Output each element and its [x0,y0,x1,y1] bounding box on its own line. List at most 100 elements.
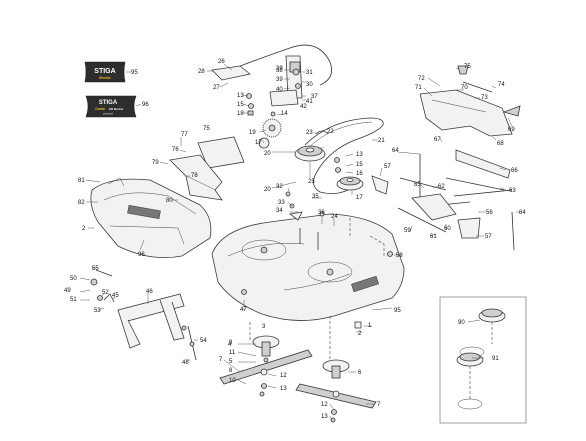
callout-74: 74 [498,82,505,88]
callout-19: 19 [249,130,256,136]
callout-35: 35 [312,194,319,200]
callout-28: 28 [198,69,205,75]
callout-96: 96 [138,252,145,258]
callout-3: 3 [262,324,266,330]
callout-66: 66 [511,168,518,174]
blade-left [219,349,313,385]
callout-38: 38 [276,68,283,74]
drive-belt [304,117,384,194]
callout-96: 96 [142,102,149,108]
decal-brand-text: STIGA [94,68,115,75]
callout-81: 81 [78,178,85,184]
callout-56: 56 [486,210,493,216]
decal-sub-text: Electric [99,76,111,80]
spindle-left [252,335,280,363]
callout-13: 13 [280,386,287,392]
mower-deck [211,213,405,321]
callout-18: 18 [237,111,244,117]
pulley-upper [294,145,326,162]
decal-model-text: Combi [95,107,105,111]
callout-17: 17 [255,140,262,146]
callout-63: 63 [509,188,516,194]
decal-sub-text-2: powered [103,113,113,116]
callout-39: 39 [276,77,283,83]
decal-brand-text-2: STIGA [99,100,118,106]
callout-71: 71 [415,85,422,91]
sprocket-gear [262,118,282,138]
decal-stiga-electric: STIGA Electric [84,61,126,83]
callout-67: 67 [434,137,441,143]
pulley-lower [336,176,364,191]
callout-29: 29 [276,66,283,72]
callout-27: 27 [213,85,220,91]
rear-cover [419,89,513,137]
callout-17: 17 [356,195,363,201]
callout-37: 37 [311,94,318,100]
callout-60: 60 [444,226,451,232]
callout-64: 64 [392,148,399,154]
callout-6: 6 [358,370,362,376]
callout-55: 55 [92,266,99,272]
callout-15: 15 [356,162,363,168]
leader-lines [79,63,520,421]
callout-14: 14 [281,111,288,117]
callout-95: 95 [131,70,138,76]
lift-rods [371,149,513,207]
callout-49: 49 [64,288,71,294]
callout-51: 51 [70,297,77,303]
deck-bracket-60 [397,193,515,251]
callout-41: 41 [306,99,313,105]
callout-78: 78 [191,173,198,179]
callout-91: 91 [492,356,499,362]
callout-42: 42 [300,104,307,110]
spindle-right [322,359,350,379]
blade-washers [259,383,337,423]
callout-45: 45 [112,293,119,299]
callout-26: 26 [218,59,225,65]
callout-80: 80 [166,198,173,204]
callout-84: 84 [519,210,526,216]
callout-47: 47 [240,307,247,313]
callout-53: 53 [94,308,101,314]
callout-61: 61 [430,234,437,240]
callout-16: 16 [356,171,363,177]
guard-plate-75 [197,136,245,169]
lift-link-54 [181,325,197,361]
callout-23: 23 [306,130,313,136]
callout-21: 21 [378,138,385,144]
callout-76: 76 [172,147,179,153]
callout-33: 33 [278,200,285,206]
callout-32: 32 [276,184,283,190]
callout-8: 8 [229,368,233,374]
callout-1: 1 [368,323,372,329]
callout-2: 2 [82,226,86,232]
callout-20: 20 [264,151,271,157]
cable-assembly [211,44,333,107]
callout-7: 7 [219,357,223,363]
callout-57: 57 [485,234,492,240]
callout-54: 54 [200,338,207,344]
callout-2: 2 [358,331,362,337]
callout-13: 13 [237,93,244,99]
callout-13: 13 [356,152,363,158]
deck-dash-lines [249,218,385,360]
callout-59: 59 [404,228,411,234]
decal-stiga-combi: STIGA Combi 105 Electric powered [85,95,137,118]
callout-25: 25 [308,179,315,185]
callout-30: 30 [306,82,313,88]
callout-57: 57 [384,164,391,170]
callout-9: 9 [229,340,233,346]
callout-36: 36 [318,210,325,216]
inset-detail [439,296,527,424]
callout-24: 24 [331,214,338,220]
callout-70: 70 [461,85,468,91]
callout-12: 12 [280,373,287,379]
callout-75: 75 [203,126,210,132]
callout-62: 62 [438,184,445,190]
callout-20: 20 [264,187,271,193]
callout-15: 15 [237,102,244,108]
callout-5: 5 [229,359,233,365]
bracket-79 [169,154,223,201]
callout-48: 48 [182,360,189,366]
